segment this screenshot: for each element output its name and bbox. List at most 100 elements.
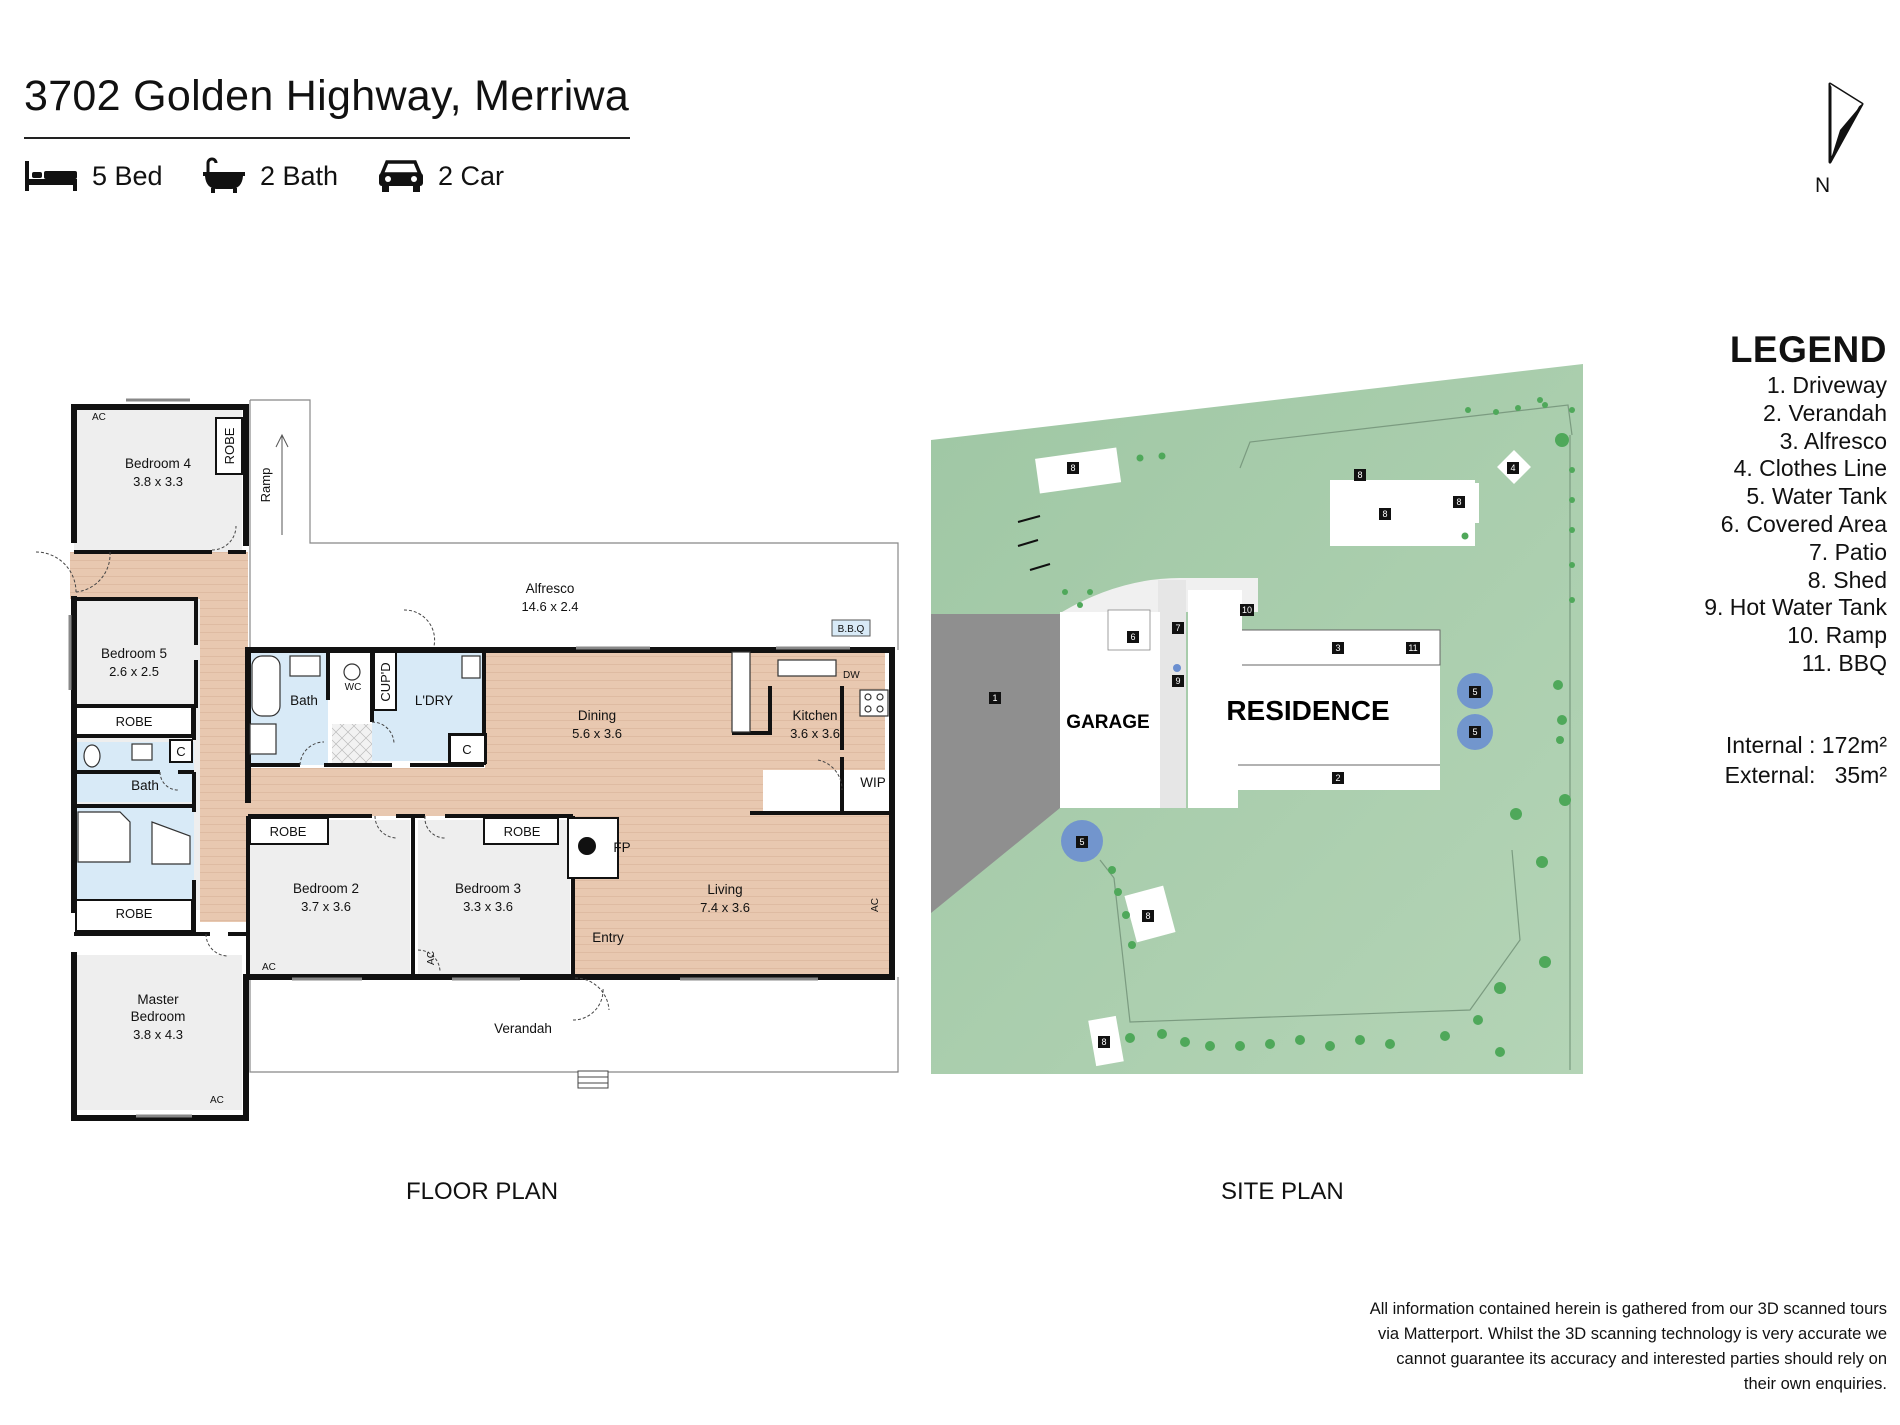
bbq-label: B.B.Q bbox=[838, 624, 865, 635]
driveway-area bbox=[931, 614, 1060, 913]
garage-label: GARAGE bbox=[1066, 712, 1149, 733]
floor-plan: Bedroom 4 3.8 x 3.3 AC ROBE Ramp Alfresc… bbox=[35, 398, 899, 1121]
marker-11: 11 bbox=[1408, 643, 1417, 653]
ac-label: AC bbox=[870, 898, 881, 912]
site-plan-caption: SITE PLAN bbox=[1221, 1178, 1344, 1205]
outdoor-outlines bbox=[249, 399, 899, 1073]
living-label: Living bbox=[707, 882, 742, 897]
dining-label: Dining bbox=[578, 708, 616, 723]
residence-block bbox=[1188, 590, 1440, 808]
ramp-arrow bbox=[275, 433, 289, 535]
dining-dims: 5.6 x 3.6 bbox=[572, 726, 622, 741]
master-label-line2: Bedroom bbox=[131, 1009, 186, 1024]
marker-5: 5 bbox=[1472, 727, 1477, 737]
fixtures bbox=[77, 651, 889, 865]
entry-label: Entry bbox=[592, 930, 624, 945]
legend-item: 3. Alfresco bbox=[1779, 427, 1887, 454]
side-path bbox=[1158, 580, 1186, 808]
master-dims: 3.8 x 4.3 bbox=[133, 1027, 183, 1042]
robe-label: ROBE bbox=[222, 427, 237, 464]
bed-count: 5 Bed bbox=[92, 160, 163, 191]
north-arrow-icon bbox=[1828, 82, 1864, 164]
robe-label: ROBE bbox=[504, 824, 541, 839]
robe-label: ROBE bbox=[270, 824, 307, 839]
legend-title: LEGEND bbox=[1729, 329, 1887, 370]
bedroom2-dims: 3.7 x 3.6 bbox=[301, 899, 351, 914]
disclaimer-text: All information contained herein is gath… bbox=[1369, 1300, 1887, 1393]
alfresco-dims: 14.6 x 2.4 bbox=[521, 599, 578, 614]
legend-item: 11. BBQ bbox=[1801, 649, 1887, 676]
legend-item: 5. Water Tank bbox=[1746, 483, 1887, 510]
laundry-label: L'DRY bbox=[415, 693, 453, 708]
marker-2: 2 bbox=[1335, 773, 1340, 783]
legend-item: 9. Hot Water Tank bbox=[1704, 594, 1887, 621]
marker-8: 8 bbox=[1101, 1037, 1106, 1047]
wip-label: WIP bbox=[860, 775, 886, 790]
wc-label: WC bbox=[345, 682, 362, 693]
bedroom4-label: Bedroom 4 bbox=[125, 456, 192, 471]
marker-3: 3 bbox=[1335, 643, 1340, 653]
cupboard-label: C bbox=[462, 742, 471, 757]
robe-label: ROBE bbox=[116, 906, 153, 921]
page-title: 3702 Golden Highway, Merriwa bbox=[24, 72, 630, 120]
legend-item: 10. Ramp bbox=[1787, 622, 1887, 649]
verandah-label: Verandah bbox=[494, 1021, 552, 1036]
internal-area: Internal : 172m² bbox=[1725, 732, 1887, 758]
bath-feature: 2 Bath bbox=[202, 156, 338, 196]
living-dims: 7.4 x 3.6 bbox=[700, 900, 750, 915]
marker-8: 8 bbox=[1382, 509, 1387, 519]
north-label: N bbox=[1815, 174, 1831, 197]
residence-outline bbox=[1238, 629, 1441, 766]
ac-label: AC bbox=[262, 962, 276, 973]
trees bbox=[1062, 397, 1575, 1057]
door-swings bbox=[35, 525, 843, 1021]
robes-cupboards bbox=[75, 417, 619, 932]
north-compass: N bbox=[1812, 80, 1882, 200]
bedroom2-label: Bedroom 2 bbox=[293, 881, 359, 896]
verandah-steps bbox=[577, 1070, 609, 1089]
legend-item: 1. Driveway bbox=[1766, 372, 1887, 398]
title-divider bbox=[24, 137, 630, 139]
marker-8: 8 bbox=[1070, 463, 1075, 473]
bath-count: 2 Bath bbox=[260, 160, 339, 191]
car-count: 2 Car bbox=[438, 160, 505, 191]
marker-10: 10 bbox=[1242, 605, 1252, 615]
marker-7: 7 bbox=[1175, 623, 1180, 633]
ac-label: AC bbox=[92, 412, 106, 423]
dishwasher-label: DW bbox=[843, 670, 860, 681]
bed-icon bbox=[25, 161, 77, 191]
residence-label: RESIDENCE bbox=[1226, 695, 1389, 726]
bath2-label: Bath bbox=[131, 778, 159, 793]
covered-area bbox=[1107, 609, 1151, 651]
floor-plan-caption: FLOOR PLAN bbox=[406, 1178, 559, 1205]
area-summary: Internal : 172m² External: 35m² bbox=[1725, 730, 1887, 790]
marker-8: 8 bbox=[1456, 497, 1461, 507]
cupboard-label: C bbox=[176, 744, 185, 759]
site-plan: 1 2 3 4 5 5 5 6 7 8 8 8 8 8 8 9 10 11 GA… bbox=[931, 364, 1583, 1074]
bedroom5-label: Bedroom 5 bbox=[101, 646, 167, 661]
legend: LEGEND 1. Driveway 2. Verandah 3. Alfres… bbox=[1704, 328, 1887, 678]
bed-feature: 5 Bed bbox=[24, 156, 163, 196]
windows bbox=[68, 398, 850, 1118]
alfresco-label: Alfresco bbox=[526, 581, 575, 596]
bath1-label: Bath bbox=[290, 693, 318, 708]
robe-label: ROBE bbox=[116, 714, 153, 729]
legend-item: 2. Verandah bbox=[1762, 399, 1887, 426]
marker-6: 6 bbox=[1130, 632, 1135, 642]
fence-lines bbox=[1099, 404, 1573, 1070]
external-area: External: 35m² bbox=[1724, 762, 1887, 788]
legend-item: 4. Clothes Line bbox=[1733, 455, 1887, 482]
bathtub-icon bbox=[203, 157, 245, 193]
marker-1: 1 bbox=[992, 693, 997, 703]
ac-label: AC bbox=[426, 951, 437, 965]
marker-8: 8 bbox=[1357, 470, 1362, 480]
hot-water-tank bbox=[1173, 664, 1181, 672]
kitchen-dims: 3.6 x 3.6 bbox=[790, 726, 840, 741]
ac-label: AC bbox=[210, 1095, 224, 1106]
legend-item: 7. Patio bbox=[1809, 538, 1887, 565]
cupboard-label: CUP'D bbox=[378, 662, 393, 701]
ramp-label: Ramp bbox=[258, 468, 273, 503]
legend-item: 8. Shed bbox=[1807, 566, 1887, 593]
marker-8: 8 bbox=[1145, 911, 1150, 921]
exterior-walls bbox=[71, 404, 895, 1121]
